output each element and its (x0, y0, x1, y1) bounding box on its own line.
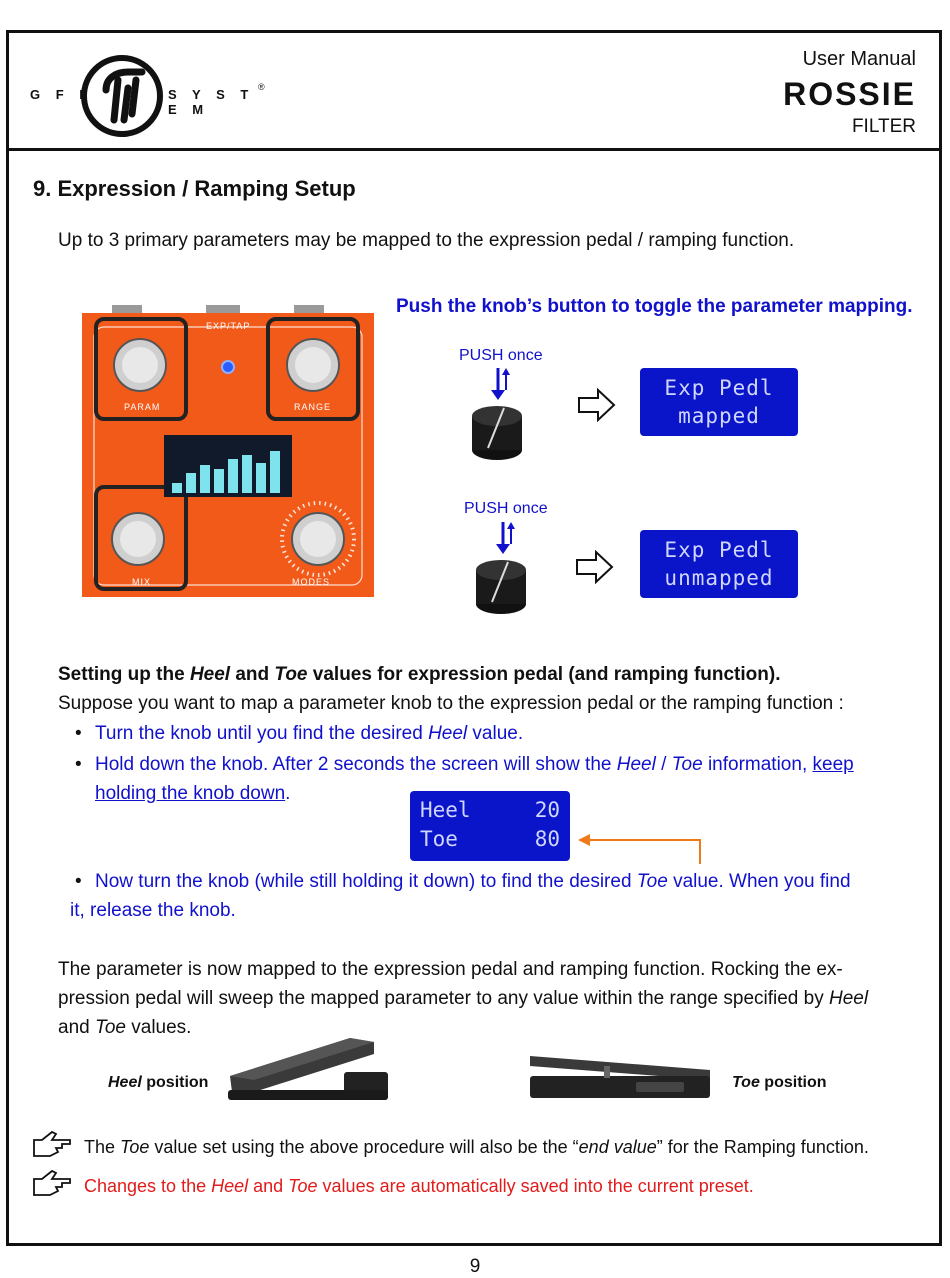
lcd-line: Exp Pedl (664, 376, 774, 400)
pedal-label-range: RANGE (294, 402, 332, 412)
push-arrows-icon (496, 522, 515, 554)
pedal-photo: EXP/TAP PARAM RANGE MIX MODES (82, 305, 374, 597)
note-text: The (84, 1137, 121, 1157)
page-number: 9 (469, 1256, 481, 1277)
note-em: Toe (288, 1176, 318, 1196)
orange-pointer-arrow-icon (578, 834, 701, 864)
lcd-heel-toe: Heel 20 Toe 80 (410, 791, 570, 861)
heel-position-label: Heel position (108, 1068, 208, 1097)
bullet-text: value. When you find (667, 871, 851, 892)
logo-right-text: S Y S T E M (168, 87, 255, 117)
heading-heel: Heel (189, 664, 231, 685)
pointing-hand-icon (33, 1130, 71, 1157)
push-label-2: PUSH once (464, 500, 548, 517)
header-divider (6, 148, 942, 151)
toe-pedal-photo (530, 1056, 710, 1098)
section-intro: Up to 3 primary parameters may be mapped… (58, 230, 795, 251)
lcd-unmapped: Exp Pedl unmapped (640, 530, 798, 598)
bullet-underline: holding the knob down (95, 783, 286, 804)
position-em: Heel (108, 1074, 142, 1091)
pedal-label-modes: MODES (292, 577, 331, 587)
lcd-mapped: Exp Pedl mapped (640, 368, 798, 436)
note-end-value: The Toe value set using the above proced… (84, 1133, 869, 1162)
lcd-toe-value: 80 (534, 827, 560, 851)
sweep-line-1: The parameter is now mapped to the expre… (58, 959, 843, 980)
bullet-hold-knob: Hold down the knob. After 2 seconds the … (75, 750, 854, 779)
section-title: 9. Expression / Ramping Setup (33, 176, 356, 201)
lcd-heel-label: Heel (420, 798, 471, 822)
lcd-line: Exp Pedl (664, 538, 774, 562)
sweep-text: pression pedal will sweep the mapped par… (58, 988, 830, 1009)
knob-icon (476, 560, 526, 614)
bullet-turn-toe-cont: it, release the knob. (70, 900, 236, 921)
bullet-text: / (655, 754, 672, 775)
pedal-label-param: PARAM (124, 402, 161, 412)
bullet-text: information, (702, 754, 813, 775)
note-text: value set using the above procedure will… (149, 1137, 579, 1157)
bullet-hold-knob-cont: holding the knob down. (95, 779, 290, 808)
position-text: position (759, 1074, 827, 1091)
right-arrow-icon (578, 388, 616, 422)
bullet-em: Heel (616, 754, 656, 775)
logo-mark-icon (81, 55, 163, 137)
pedal-label-exp: EXP/TAP (206, 321, 251, 331)
sweep-text: values. (125, 1017, 192, 1038)
note-em: Heel (211, 1176, 249, 1196)
registered-mark: ® (258, 82, 265, 92)
lcd-toe-label: Toe (420, 827, 458, 851)
bullet-em: Toe (636, 871, 668, 892)
push-arrows-icon (491, 368, 510, 400)
note-em: Toe (120, 1137, 150, 1157)
product-subtitle: FILTER (851, 116, 916, 137)
toe-position-label: Toe position (732, 1068, 827, 1097)
heading-text: and (230, 664, 275, 685)
heel-pedal-photo (228, 1038, 388, 1100)
bullet-text: Now turn the knob (while still holding i… (95, 871, 637, 892)
bullet-text: . (285, 783, 291, 804)
lcd-line: mapped (678, 404, 760, 428)
heeltoe-heading: Setting up the Heel and Toe values for e… (58, 660, 780, 689)
note-text: Changes to the (84, 1176, 212, 1196)
bullet-em: Heel (428, 723, 468, 744)
pointing-hand-icon (33, 1169, 71, 1196)
sweep-line-2: pression pedal will sweep the mapped par… (58, 984, 868, 1013)
sweep-em: Heel (829, 988, 869, 1009)
manual-label: User Manual (802, 48, 916, 70)
bullet-text: value. (467, 723, 524, 744)
bullet-turn-toe: Now turn the knob (while still holding i… (75, 867, 851, 896)
note-text: and (248, 1176, 289, 1196)
page-frame (6, 30, 942, 1246)
sweep-line-3: and Toe values. (58, 1013, 191, 1042)
gfi-logo: G F I S Y S T E M ® (30, 48, 266, 142)
logo-left-text: G F I (30, 87, 89, 102)
bullet-text: Hold down the knob. After 2 seconds the … (95, 754, 617, 775)
note-autosave: Changes to the Heel and Toe values are a… (84, 1172, 754, 1201)
bullet-underline: keep (812, 754, 854, 775)
note-text: ” for the Ramping function. (656, 1137, 869, 1157)
knob-icon (472, 406, 522, 460)
heading-text: Setting up the (58, 664, 190, 685)
sweep-em: Toe (94, 1017, 126, 1038)
note-em: end value (578, 1137, 657, 1157)
lcd-line: unmapped (664, 566, 774, 590)
bullet-em: Toe (671, 754, 703, 775)
pedal-label-mix: MIX (132, 577, 152, 587)
bullet-turn-knob: Turn the knob until you find the desired… (75, 719, 524, 748)
heading-text: values for expression pedal (and ramping… (307, 664, 781, 685)
product-name: ROSSIE (783, 76, 916, 112)
sweep-text: and (58, 1017, 95, 1038)
lcd-heel-row: Heel 20 (420, 796, 560, 825)
heading-toe: Toe (274, 664, 308, 685)
lcd-toe-row: Toe 80 (420, 825, 560, 854)
position-text: position (141, 1074, 209, 1091)
bullet-text: Turn the knob until you find the desired (95, 723, 429, 744)
lcd-heel-value: 20 (534, 798, 560, 822)
note-text: values are automatically saved into the … (317, 1176, 754, 1196)
right-arrow-icon (576, 550, 614, 584)
toggle-title: Push the knob’s button to toggle the par… (396, 296, 913, 317)
position-em: Toe (732, 1074, 760, 1091)
push-label-1: PUSH once (459, 347, 543, 364)
suppose-text: Suppose you want to map a parameter knob… (58, 693, 844, 714)
